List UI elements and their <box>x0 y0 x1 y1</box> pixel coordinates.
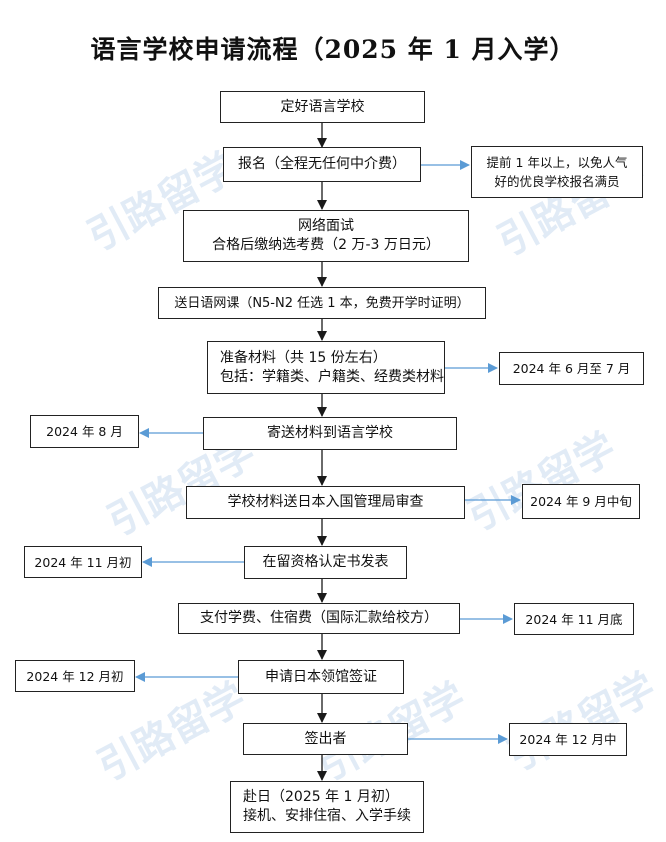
note-text: 提前 1 年以上，以免人气 <box>486 155 628 170</box>
flow-step-4: 送日语网课（N5-N2 任选 1 本，免费开学时证明） <box>158 287 486 319</box>
step-text: 报名（全程无任何中介费） <box>238 156 406 172</box>
step-text: 支付学费、住宿费（国际汇款给校方） <box>200 610 438 626</box>
note-text: 2024 年 11 月初 <box>34 554 132 570</box>
flow-step-2: 报名（全程无任何中介费） <box>223 147 421 182</box>
flow-step-1: 定好语言学校 <box>220 91 425 123</box>
note-text: 2024 年 8 月 <box>46 424 123 439</box>
step-text: 赴日（2025 年 1 月初） <box>243 789 399 805</box>
step-text: 送日语网课（N5-N2 任选 1 本，免费开学时证明） <box>174 295 470 311</box>
step-text: 定好语言学校 <box>280 98 365 115</box>
flow-step-12: 赴日（2025 年 1 月初） 接机、安排住宿、入学手续 <box>230 781 424 833</box>
note-box: 提前 1 年以上，以免人气 好的优良学校报名满员 <box>471 146 643 198</box>
date-note: 2024 年 12 月初 <box>15 660 135 692</box>
step-text: 寄送材料到语言学校 <box>267 425 393 441</box>
flow-step-8: 在留资格认定书发表 <box>244 546 407 579</box>
date-note: 2024 年 6 月至 7 月 <box>499 352 644 385</box>
step-text: 在留资格认定书发表 <box>262 554 389 570</box>
note-text: 2024 年 9 月中旬 <box>530 494 632 509</box>
flow-step-6: 寄送材料到语言学校 <box>203 417 457 450</box>
note-text: 2024 年 11 月底 <box>525 611 623 627</box>
note-text: 2024 年 12 月中 <box>519 732 617 747</box>
date-note: 2024 年 8 月 <box>30 415 139 448</box>
step-text: 包括：学籍类、户籍类、经费类材料 <box>220 368 444 385</box>
flow-step-5: 准备材料（共 15 份左右） 包括：学籍类、户籍类、经费类材料 <box>207 341 445 394</box>
note-text: 2024 年 12 月初 <box>26 668 124 684</box>
step-text: 网络面试 <box>298 218 354 234</box>
note-text: 2024 年 6 月至 7 月 <box>512 361 631 376</box>
flow-step-11: 签出者 <box>243 723 408 755</box>
step-text: 签出者 <box>304 730 347 747</box>
step-text: 学校材料送日本入国管理局审查 <box>227 494 424 510</box>
step-text: 申请日本领馆签证 <box>265 668 377 685</box>
step-text: 准备材料（共 15 份左右） <box>220 349 387 366</box>
date-note: 2024 年 11 月初 <box>24 546 142 578</box>
date-note: 2024 年 12 月中 <box>509 723 627 756</box>
flow-step-3: 网络面试 合格后缴纳选考费（2 万-3 万日元） <box>183 210 469 262</box>
note-text: 好的优良学校报名满员 <box>494 174 620 189</box>
page-title: 语言学校申请流程（2025 年 1 月入学） <box>90 35 576 64</box>
flow-step-7: 学校材料送日本入国管理局审查 <box>186 486 465 519</box>
step-text: 合格后缴纳选考费（2 万-3 万日元） <box>212 237 440 253</box>
flow-step-9: 支付学费、住宿费（国际汇款给校方） <box>178 603 460 634</box>
date-note: 2024 年 9 月中旬 <box>522 484 640 519</box>
flow-step-10: 申请日本领馆签证 <box>238 660 404 694</box>
date-note: 2024 年 11 月底 <box>514 603 634 635</box>
step-text: 接机、安排住宿、入学手续 <box>243 808 411 824</box>
